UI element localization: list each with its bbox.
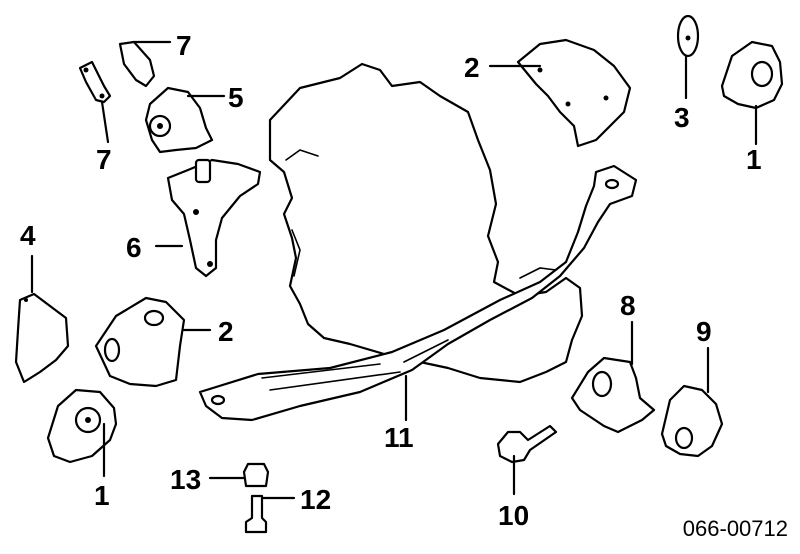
- bracket-7-top: [118, 40, 156, 88]
- bushing-13: [242, 462, 270, 488]
- callout-10: 10: [498, 500, 530, 531]
- mount-9: [660, 384, 724, 458]
- callout-1-left: 1: [94, 480, 110, 511]
- mount-8: [570, 356, 656, 434]
- callout-13: 13: [170, 464, 202, 495]
- engine-block: [268, 62, 584, 384]
- callout-11: 11: [384, 422, 414, 453]
- callout-6: 6: [126, 232, 142, 263]
- callout-5: 5: [228, 82, 244, 113]
- callout-7-top: 7: [176, 30, 192, 61]
- callout-2-left: 2: [218, 316, 234, 347]
- callout-12: 12: [300, 484, 332, 515]
- callout-4: 4: [20, 220, 36, 251]
- bolt-12: [244, 494, 268, 534]
- callout-1-right: 1: [746, 144, 762, 175]
- leader-7b: [100, 100, 110, 144]
- bracket-2-top: [516, 38, 632, 148]
- diagram-code: 066-00712: [682, 516, 788, 541]
- bracket-4: [14, 292, 70, 384]
- callout-7-left: 7: [96, 144, 112, 175]
- crossmember-11: [198, 164, 638, 422]
- callout-9: 9: [696, 316, 712, 347]
- callout-3: 3: [674, 102, 690, 133]
- bracket-6: [166, 158, 262, 278]
- callout-8: 8: [620, 290, 636, 321]
- bolt-10: [496, 424, 558, 464]
- callout-2-top: 2: [464, 52, 480, 83]
